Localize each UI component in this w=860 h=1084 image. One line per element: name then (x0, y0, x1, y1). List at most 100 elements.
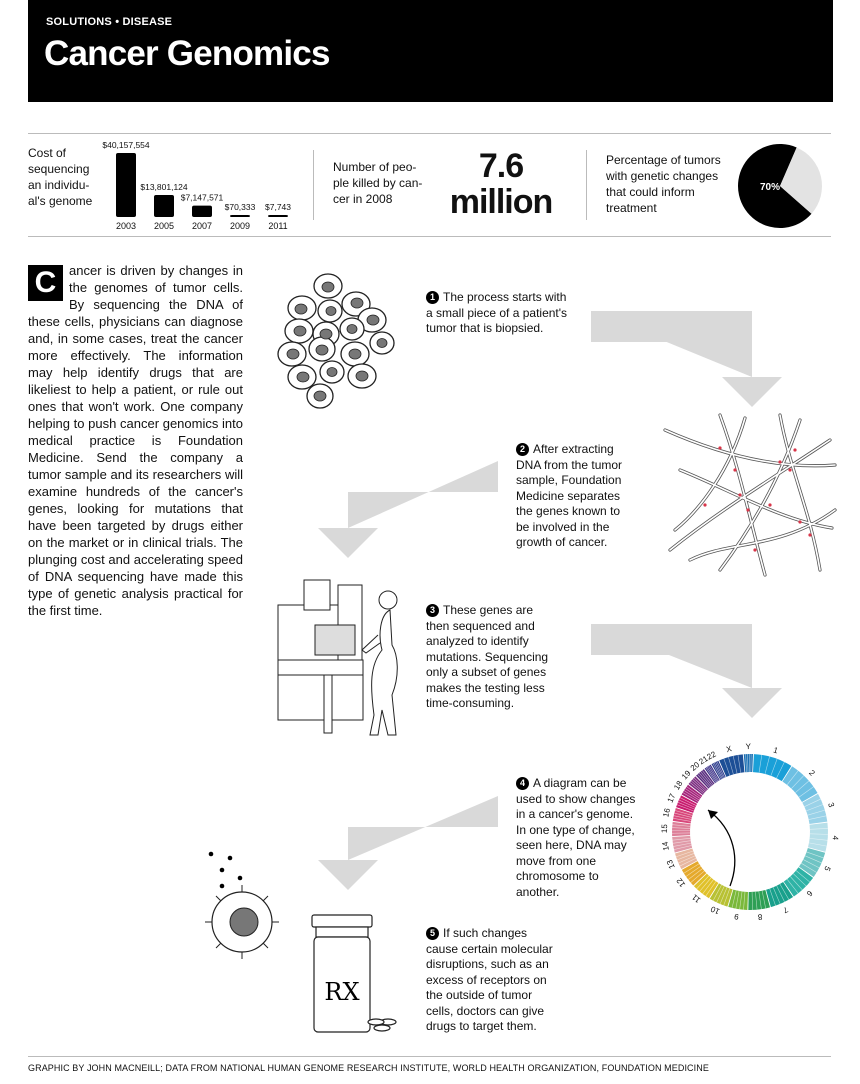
chromosome-band (723, 888, 731, 906)
chromosome-band (772, 887, 781, 905)
chromosome-band (808, 815, 827, 820)
chromosome-band (755, 891, 758, 910)
divider-vertical-2 (586, 150, 587, 220)
chromosome-band (795, 870, 810, 883)
chromosome-band (675, 850, 694, 858)
cost-bar (116, 153, 136, 217)
step-number: 1 (426, 291, 439, 304)
flow-arrow-3-icon (591, 624, 782, 718)
chromosome-label: 13 (665, 858, 677, 870)
flow-arrow-2-icon (318, 461, 498, 558)
chromosome-band (791, 775, 805, 789)
people-killed-value: 7.6 million (449, 147, 554, 221)
chromosome-band (674, 810, 693, 816)
step-text: After extracting DNA from the tumor samp… (516, 442, 623, 549)
chromosome-segment (672, 807, 693, 824)
chromosome-band (713, 762, 723, 779)
chromosome-band (678, 799, 696, 808)
cost-year-label: 2005 (154, 221, 174, 231)
flow-arrow-4-icon (318, 796, 498, 890)
credit-divider (28, 1056, 831, 1057)
cost-bar-label: $7,743 (265, 202, 291, 212)
chromosome-label: 16 (661, 807, 672, 818)
chromosome-band (764, 756, 770, 774)
chromosome-band (690, 780, 705, 793)
chromosome-band (673, 845, 692, 850)
chromosome-label: 2 (807, 768, 817, 778)
chromosome-band (672, 837, 691, 841)
chromosome-segment (696, 769, 715, 789)
chromosome-band (747, 754, 749, 773)
drug-treatment-illustration: RX (205, 851, 397, 1033)
chromosome-segment (798, 847, 826, 878)
sequencing-lab-illustration (277, 579, 398, 736)
chromosome-label: 22 (705, 749, 717, 761)
chromosome-band (806, 851, 824, 859)
step-text: These genes are then sequenced and analy… (426, 603, 549, 710)
chromosome-band (801, 862, 817, 873)
chromosome-segment (681, 861, 707, 886)
chromosome-segment (688, 776, 708, 796)
flow-arrow-1-icon (591, 311, 782, 407)
step-text: A diagram can be used to show changes in… (516, 776, 636, 899)
chromosome-label: 17 (666, 792, 678, 804)
chromosome-band (676, 804, 694, 812)
chromosome-segment (766, 882, 794, 908)
chromosome-band (761, 890, 767, 909)
chromosome-band (719, 887, 728, 905)
cost-bar (230, 215, 250, 217)
chromosome-band (673, 815, 692, 820)
cost-bar (154, 195, 174, 217)
chromosome-band (697, 774, 710, 788)
chromosome-band (737, 754, 742, 773)
chromosome-band (685, 865, 701, 877)
chromosome-band (776, 885, 785, 903)
cost-year-label: 2011 (268, 221, 287, 231)
chromosome-label: 3 (826, 801, 836, 809)
cost-year-label: 2009 (230, 221, 250, 231)
chromosome-label: Y (745, 742, 751, 751)
chromosome-segment (748, 889, 770, 910)
chromosome-band (732, 755, 738, 774)
page-title: Cancer Genomics (44, 34, 330, 73)
chromosome-band (793, 873, 807, 887)
divider-vertical-1 (313, 150, 314, 220)
chromosome-band (745, 754, 747, 773)
chromosome-band (702, 879, 714, 895)
arrow-head-icon (708, 810, 718, 819)
chromosome-band (715, 761, 724, 779)
chromosome-segment (719, 754, 745, 777)
chromosome-band (798, 786, 814, 798)
chromosome-band (809, 838, 828, 841)
chromosome-label: 15 (660, 823, 669, 833)
chromosome-band (693, 777, 708, 791)
chromosome-band (809, 828, 828, 830)
cost-year-label: 2003 (116, 221, 136, 231)
chromosome-band (709, 765, 720, 781)
chromosome-label: 9 (733, 912, 739, 920)
chromosome-band (769, 888, 776, 906)
chromosome-label: 12 (674, 876, 687, 889)
cost-bar-label: $40,157,554 (102, 140, 150, 150)
chromosome-label: 8 (757, 912, 763, 920)
cost-bar (268, 215, 288, 217)
chromosome-band (808, 842, 827, 847)
chromosome-band (686, 786, 702, 798)
chromosome-band (803, 859, 820, 869)
percentage-pie-chart: 70% (738, 144, 822, 228)
chromosome-band (683, 863, 700, 874)
chromosome-band (779, 883, 790, 900)
chromosome-band (770, 758, 778, 776)
chromosome-label: 11 (690, 892, 703, 905)
chromosome-segment (752, 754, 792, 782)
chromosome-band (751, 891, 753, 910)
chromosome-label: 10 (709, 904, 721, 916)
chromosome-band (712, 763, 722, 780)
chromosome-band (743, 891, 746, 910)
chromosome-band (723, 758, 731, 776)
chromosome-band (716, 886, 725, 903)
